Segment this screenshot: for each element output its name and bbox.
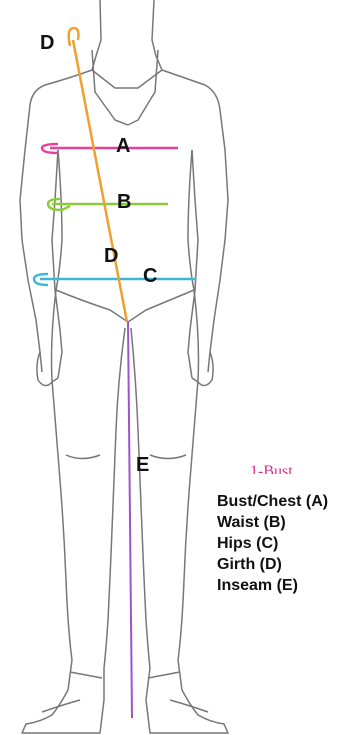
waist-marker: B: [117, 192, 131, 212]
inseam-marker: E: [136, 455, 149, 475]
measurement-legend: Bust/Chest (A) Waist (B) Hips (C) Girth …: [217, 491, 328, 596]
inseam-measure-line: [128, 322, 132, 718]
girth-marker-mid: D: [104, 246, 118, 266]
legend-item-girth: Girth (D): [217, 554, 328, 575]
waist-measure-line: [48, 199, 168, 210]
hips-marker: C: [143, 266, 157, 286]
bust-measure-line: [42, 144, 178, 153]
girth-marker-top: D: [40, 33, 54, 53]
legend-item-inseam: Inseam (E): [217, 575, 328, 596]
legend-item-bust: Bust/Chest (A): [217, 491, 328, 512]
bust-marker: A: [116, 136, 130, 156]
legend-item-waist: Waist (B): [217, 512, 328, 533]
cut-off-heading: 1-Bust: [250, 463, 293, 474]
legend-item-hips: Hips (C): [217, 533, 328, 554]
body-outline: [20, 0, 228, 733]
